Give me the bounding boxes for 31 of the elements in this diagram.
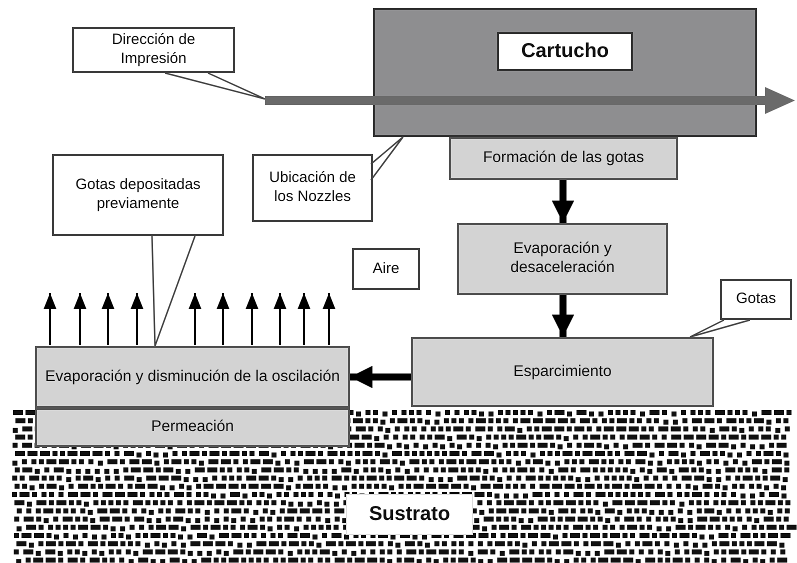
arrow bbox=[552, 295, 574, 337]
leader-line bbox=[151, 235, 196, 347]
callout-box bbox=[72, 27, 235, 73]
leader-line bbox=[164, 72, 266, 100]
leader-line bbox=[370, 136, 404, 181]
leader-line bbox=[689, 319, 751, 338]
process-label: Permeación bbox=[151, 418, 234, 437]
process-label: Formación de las gotas bbox=[482, 149, 644, 168]
process-box bbox=[449, 137, 678, 180]
substrate-label: Sustrato bbox=[346, 494, 474, 534]
callout-text: Gotas bbox=[736, 290, 776, 309]
cartridge-label: Cartucho bbox=[497, 32, 633, 71]
process-label: Evaporación y desaceleración bbox=[509, 240, 616, 278]
callout-text: Aire bbox=[372, 260, 400, 278]
cartridge-block bbox=[373, 8, 757, 137]
callout-box bbox=[52, 154, 224, 236]
arrow bbox=[350, 366, 411, 388]
callout-text: Gotas depositadas previamente bbox=[74, 176, 202, 214]
process-box bbox=[35, 346, 350, 408]
callout-text: Ubicación de los Nozzles bbox=[268, 169, 357, 207]
callout-text: Dirección de Impresión bbox=[110, 31, 196, 69]
callout-box bbox=[352, 248, 420, 290]
print-direction-indicator bbox=[265, 87, 795, 114]
arrow bbox=[552, 180, 574, 223]
process-box bbox=[457, 223, 668, 295]
process-label: Evaporación y disminución de la oscilación bbox=[45, 368, 340, 386]
callout-box bbox=[720, 279, 792, 320]
callout-box bbox=[252, 154, 373, 222]
process-label: Esparcimiento bbox=[513, 362, 612, 382]
process-box bbox=[411, 337, 714, 407]
process-box bbox=[35, 408, 350, 447]
